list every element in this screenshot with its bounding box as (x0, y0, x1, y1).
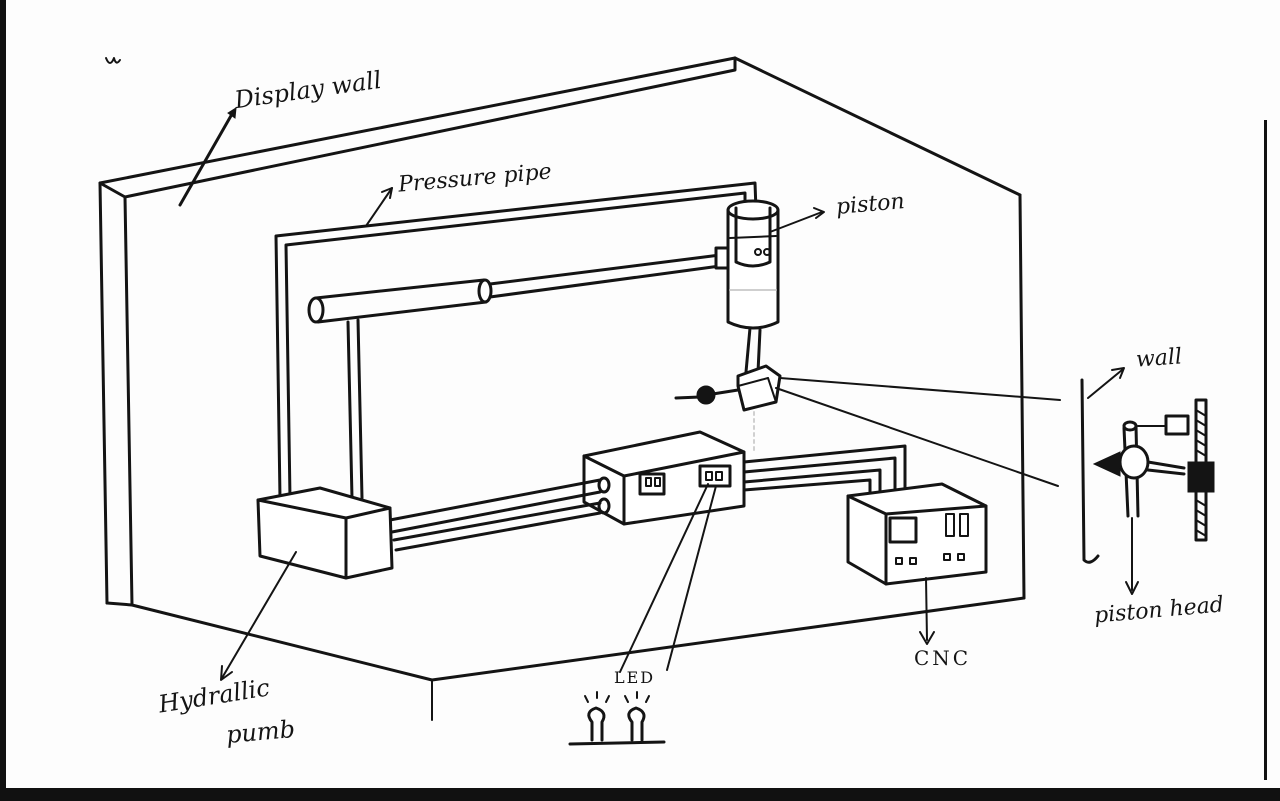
pipe-pump-control-4 (396, 513, 600, 550)
pipe-pump-control-2 (392, 492, 600, 532)
led-bulb-2 (629, 708, 644, 740)
ceiling-right-edge (735, 58, 1020, 195)
hydraulic-pump-arrowhead (221, 666, 232, 680)
led-label: LED (614, 670, 655, 686)
piston-shaft-right (758, 330, 760, 372)
pipe-pump-control-3 (394, 503, 600, 540)
piston-head-detail (1082, 368, 1214, 594)
return-pipe-a (348, 322, 352, 498)
cnc-pointer (926, 578, 927, 640)
head-ball (697, 386, 715, 404)
cnc-label: CNC (914, 648, 971, 668)
led-base-line (570, 742, 664, 744)
hydraulic-pump-arrow (222, 552, 296, 678)
pump-body (258, 488, 392, 578)
detail-arm-2 (1148, 470, 1184, 474)
floor-left-edge (132, 605, 432, 680)
wall-front-left-edge (100, 183, 107, 603)
detail-callout-bottom (776, 388, 1058, 486)
pressure-pipe-arrow (366, 188, 392, 226)
control-box (584, 432, 744, 524)
wall-bottom-corner (107, 603, 132, 605)
detail-wedge (1094, 452, 1120, 476)
led-indicators (570, 484, 716, 744)
pipe-pump-control-1 (390, 480, 600, 520)
rod-clamp (716, 248, 728, 268)
detail-wall (1082, 380, 1098, 562)
detail-rod-cap (1124, 422, 1136, 430)
wall-arrow (1088, 370, 1122, 398)
detail-ball (1120, 446, 1148, 478)
head-arm-tip (676, 397, 700, 398)
piston-head-block (738, 366, 780, 410)
wall-label: wall (1135, 346, 1182, 371)
led-bulb-1 (589, 708, 604, 740)
cylinder-left-end (309, 298, 323, 322)
detail-top-block (1166, 416, 1188, 434)
piston-label: piston (835, 191, 905, 219)
detail-arm (1148, 462, 1184, 468)
horizontal-cylinder (309, 248, 728, 322)
hydraulic-pump-label-2: pumb (225, 717, 296, 747)
detail-nut (1188, 462, 1214, 492)
piston-shaft-left (746, 328, 750, 372)
detail-callout-top (780, 378, 1060, 400)
led-glow-2 (625, 692, 649, 702)
corner-scribble (106, 58, 120, 63)
wall-inner-left-edge (125, 197, 132, 605)
hydraulic-pump (258, 488, 392, 578)
led-glow-1 (585, 692, 609, 702)
cylinder-body (316, 280, 486, 322)
display-wall (100, 58, 1024, 720)
return-pipe-b (358, 320, 362, 498)
vertical-piston (728, 201, 778, 372)
pump-to-control-pipes (390, 480, 600, 550)
